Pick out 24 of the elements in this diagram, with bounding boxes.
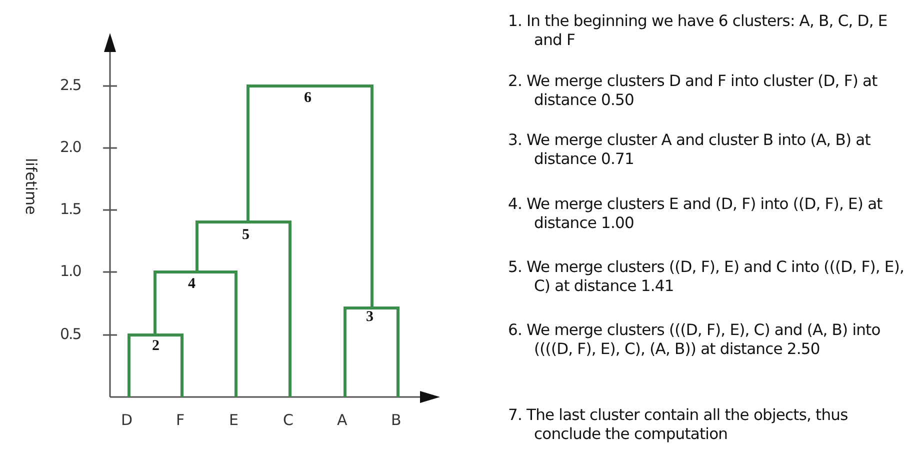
tick-label: 0.5	[60, 325, 81, 343]
leaf-label: E	[229, 411, 238, 429]
step-text: 7. The last cluster contain all the objects, thus conclude the computation	[508, 406, 849, 444]
axis-title: lifetime	[22, 158, 40, 215]
leaf-label: D	[121, 411, 133, 429]
leaf-label: F	[176, 411, 185, 429]
merge-step-number: 3	[366, 309, 374, 326]
merge-step-number: 5	[242, 227, 250, 244]
step-text: 1. In the beginning we have 6 clusters: A, B, C, D, E and F	[508, 12, 888, 50]
leaf-label: B	[391, 411, 402, 429]
tick-label: 2.0	[60, 138, 81, 156]
step-text: 2. We merge clusters D and F into cluster (D, F) at distance 0.50	[508, 72, 878, 110]
merge-step-number: 4	[188, 276, 196, 293]
tick-label: 1.5	[60, 200, 81, 218]
leaf-label: A	[337, 411, 348, 429]
step-text: 5. We merge clusters ((D, F), E) and C into (((D, F), E), C) at distance 1.41	[508, 258, 905, 296]
merge-step-number: 6	[304, 90, 312, 107]
tick-label: 1.0	[60, 262, 81, 280]
merge-step-number: 2	[152, 338, 160, 355]
tick-label: 2.5	[60, 76, 81, 94]
step-text: 3. We merge cluster A and cluster B into (A, B) at distance 0.71	[508, 131, 872, 169]
leaf-label: C	[283, 411, 294, 429]
step-text: 6. We merge clusters (((D, F), E), C) and (A, B) into ((((D, F), E), C), (A, B)) at distance 2.50	[508, 321, 882, 359]
step-text: 4. We merge clusters E and (D, F) into ((D, F), E) at distance 1.00	[508, 195, 884, 233]
